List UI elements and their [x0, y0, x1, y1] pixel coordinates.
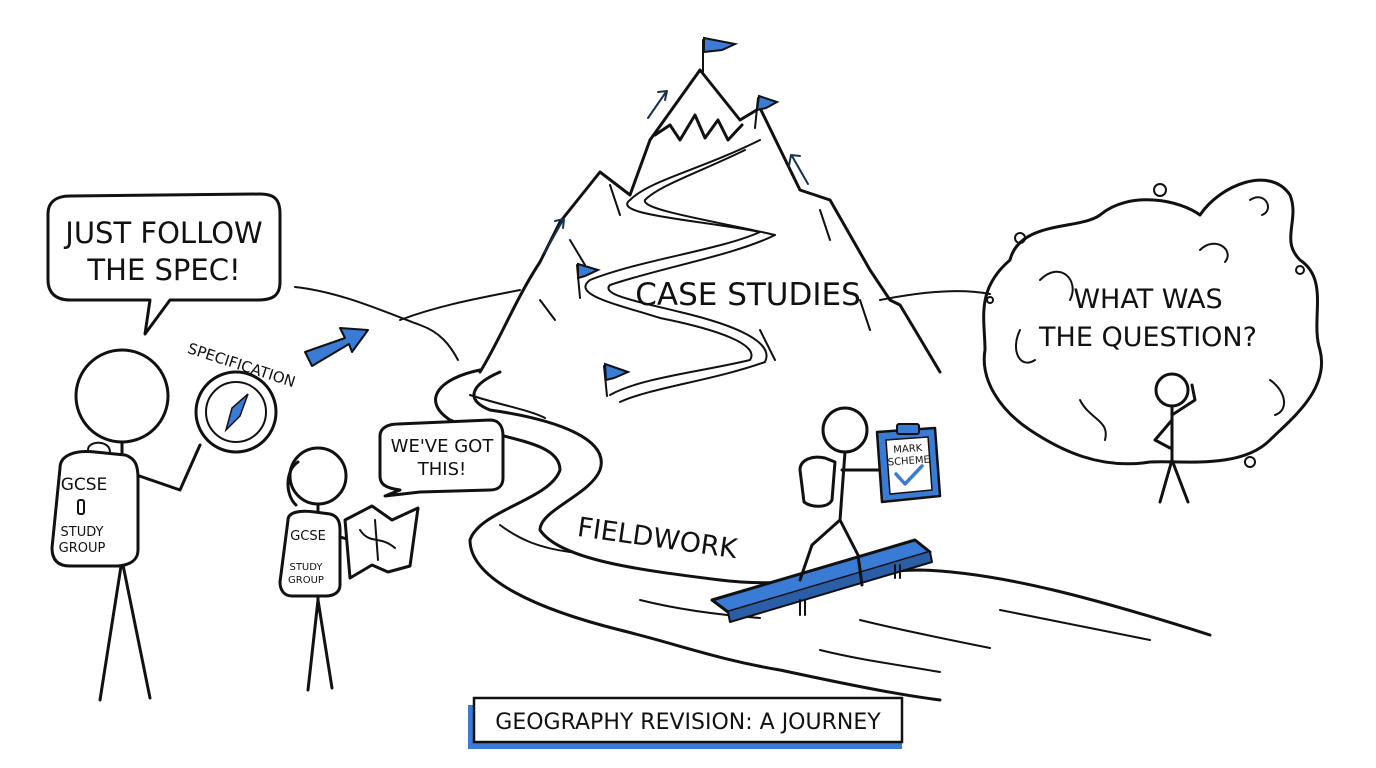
- mountain-label: CASE STUDIES: [635, 277, 861, 313]
- hill-middle: [399, 289, 521, 321]
- clipboard-line-1: MARK: [893, 443, 923, 456]
- backpack-small-line-1: GCSE: [290, 529, 326, 544]
- hill-left: [294, 286, 459, 361]
- confused-figure: [1153, 372, 1197, 504]
- backpack-big-line-1: GCSE: [61, 475, 108, 495]
- speech-follow-spec-line-1: JUST FOLLOW: [63, 216, 262, 250]
- backpack-big-line-3: GROUP: [59, 541, 106, 556]
- big-stick-figure: [50, 348, 202, 702]
- checkmark-icon: [894, 464, 924, 486]
- arrow-icon: [544, 90, 809, 253]
- thought-question-line-1: WHAT WAS: [1073, 284, 1222, 315]
- river-label: FIELDWORK: [575, 512, 740, 565]
- mountain: [478, 68, 942, 403]
- compass-icon: [194, 370, 278, 454]
- thought-cloud: [982, 178, 1324, 468]
- clipboard-line-2: SCHEME: [887, 455, 930, 469]
- small-stick-figure: [278, 446, 352, 692]
- map-icon: [343, 504, 420, 580]
- caption-text: GEOGRAPHY REVISION: A JOURNEY: [495, 710, 881, 735]
- direction-arrow-icon: [304, 327, 369, 367]
- speech-got-this-line-1: WE'VE GOT: [391, 436, 495, 457]
- thought-question-line-2: THE QUESTION?: [1038, 322, 1257, 353]
- flag-icon: [576, 36, 780, 397]
- backpack-small-line-3: GROUP: [288, 575, 324, 586]
- speech-bubble-follow-spec: [46, 192, 282, 336]
- clipboard-mark-scheme: [875, 423, 942, 504]
- bridge-icon: [710, 538, 933, 623]
- speech-follow-spec-line-2: THE SPEC!: [86, 253, 240, 287]
- caption-box: [472, 696, 904, 744]
- backpack-big-line-2: STUDY: [61, 525, 104, 540]
- backpack-small: [278, 509, 342, 598]
- hiker-figure: [798, 406, 892, 587]
- backpack-big: [50, 450, 140, 568]
- hill-right: [879, 290, 991, 301]
- backpack-small-line-2: STUDY: [289, 562, 323, 573]
- speech-got-this-line-2: THIS!: [417, 459, 466, 480]
- speech-bubble-got-this: [378, 418, 505, 498]
